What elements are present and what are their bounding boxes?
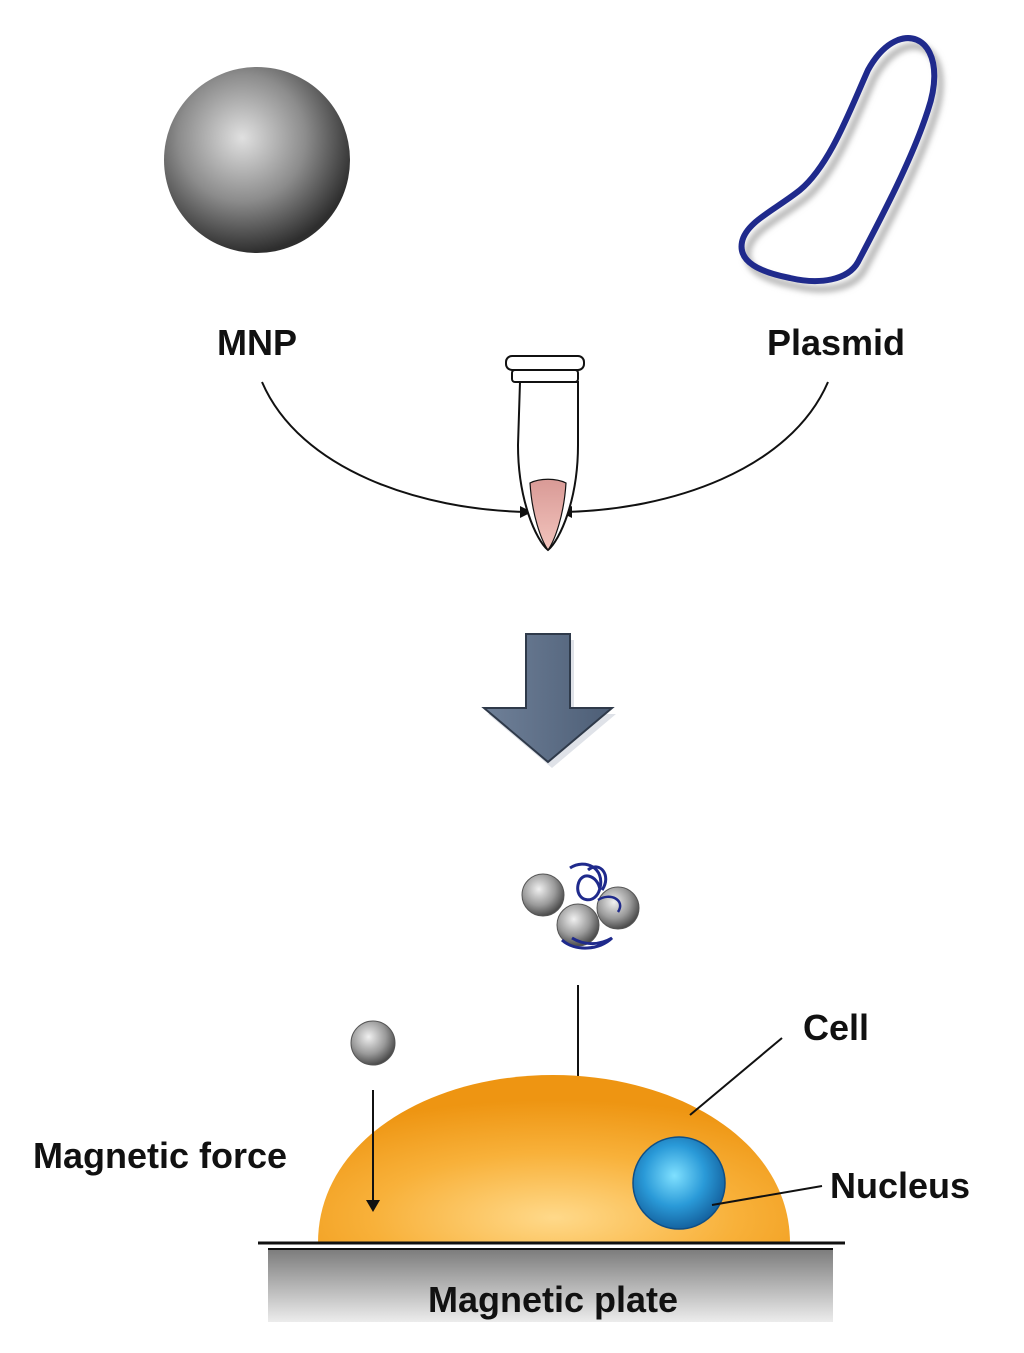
mnp-sphere-icon — [164, 67, 350, 253]
magnetic-plate-icon — [258, 1241, 845, 1322]
nucleus-label: Nucleus — [830, 1165, 970, 1206]
nucleus-leader-line — [711, 1185, 823, 1206]
cell-leader-line — [689, 1037, 783, 1116]
single-mnp-icon — [350, 1020, 396, 1066]
process-arrow-icon — [481, 633, 616, 768]
mnp-down-arrowhead — [366, 1200, 380, 1212]
magnetic-plate-label: Magnetic plate — [428, 1279, 678, 1320]
microtube-icon — [505, 355, 585, 552]
mixing-curve-right — [563, 381, 829, 513]
mnp-plasmid-complex-icon — [521, 862, 640, 950]
cell-label: Cell — [803, 1007, 869, 1048]
mixing-curve-left — [261, 381, 529, 513]
nucleus-icon — [632, 1136, 726, 1230]
plasmid-loop-icon — [738, 35, 944, 293]
plasmid-label: Plasmid — [767, 322, 905, 363]
arrowhead-left — [520, 506, 532, 518]
cell-icon — [318, 1075, 790, 1243]
mnp-label: MNP — [217, 322, 297, 363]
magnetic-force-label: Magnetic force — [33, 1135, 287, 1176]
